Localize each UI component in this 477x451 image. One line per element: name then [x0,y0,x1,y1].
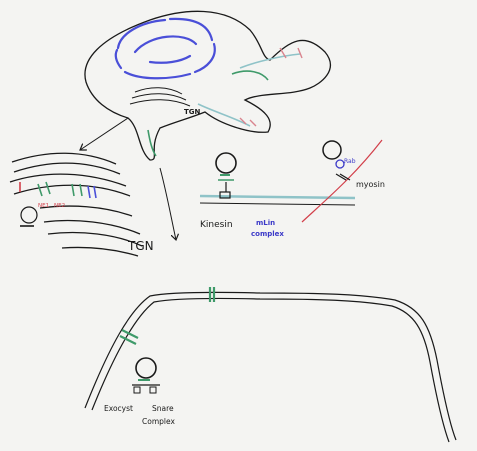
golgi-stacks [129,87,191,107]
microtubule [199,194,356,206]
myosin-labels: Rab myosin [344,158,385,189]
arrow-icon [80,117,176,240]
exocyst-labels: Exocyst Complex Snare [104,404,175,426]
er-membrane [114,17,216,80]
ne2-label: NE2 [54,203,65,209]
exocytosis-vesicle-icon [132,357,160,394]
myosin-label: myosin [356,180,385,189]
snare-label: Snare [152,404,174,413]
mlin-label-line2: complex [251,230,284,238]
kinesin-label: Kinesin [200,220,233,230]
cell-outline [84,10,332,161]
exocyst-label-line1: Exocyst [104,404,133,413]
myosin-vesicle-icon [322,140,351,181]
golgi-cisternae [9,152,143,257]
rab-label: Rab [344,158,356,165]
golgi-markers [19,181,97,199]
motor-protein-icon [219,182,231,199]
actin-filament [301,139,383,223]
ttubule-extension [147,47,303,157]
membrane-snare-markers [119,287,216,345]
kinesin-labels: Kinesin mLin complex [200,219,284,238]
exocyst-label-line2: Complex [142,417,175,426]
kinesin-vesicle-icon [215,152,237,181]
mlin-label-line1: mLin [256,219,275,227]
tgn-label-small: TGN [184,108,201,116]
tgn-big-label: TGN [127,239,154,253]
golgi-vesicle-icon [20,206,38,227]
ne1-label: NE1 [38,203,49,209]
plasma-membrane [84,291,457,443]
tgn-small-text: TGN [184,108,201,116]
golgi-labels: NE1 NE2 TGN [38,203,154,253]
